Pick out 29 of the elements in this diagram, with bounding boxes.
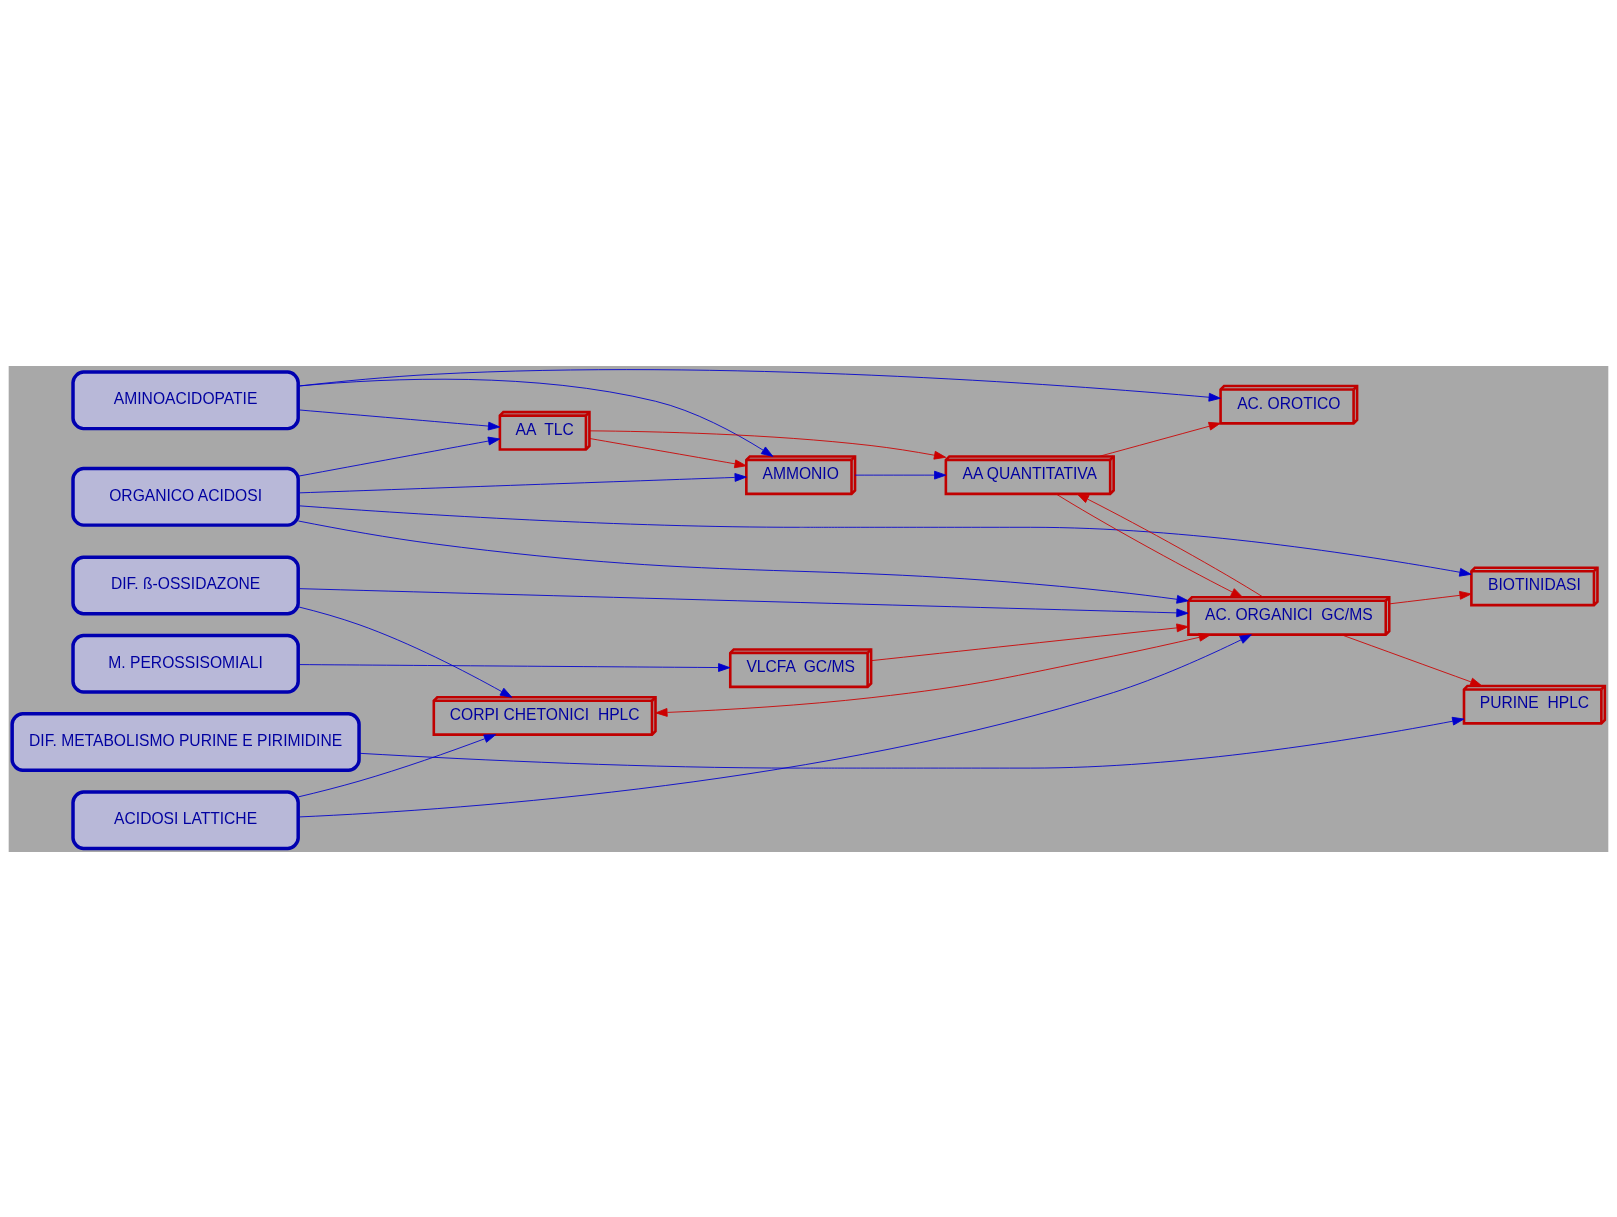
arrow bbox=[297, 520, 1189, 604]
arrow bbox=[297, 378, 774, 457]
arrow bbox=[1389, 590, 1472, 604]
node-box: M. PEROSSISOMIALI bbox=[71, 633, 300, 694]
arrow bbox=[297, 368, 1221, 402]
arrow bbox=[297, 587, 1189, 617]
arrow bbox=[297, 408, 501, 430]
node-box: ORGANICO ACIDOSI bbox=[71, 466, 300, 527]
arrow bbox=[589, 429, 947, 460]
node-box: AMINOACIDOPATIE bbox=[71, 369, 300, 430]
arrow bbox=[1340, 633, 1483, 686]
node-box: ACIDOSI LATTICHE bbox=[71, 789, 300, 850]
arrow bbox=[358, 716, 1465, 769]
arrow bbox=[655, 632, 1211, 717]
arrow bbox=[297, 436, 501, 477]
node-box: DIF. METABOLISMO PURINE E PIRIMIDINE bbox=[10, 711, 361, 772]
arrow bbox=[297, 662, 731, 672]
node-box: DIF. ß-OSSIDAZONE bbox=[71, 555, 300, 616]
arrow bbox=[854, 470, 947, 480]
arrow bbox=[297, 504, 1472, 577]
arrow bbox=[870, 623, 1189, 661]
arrow bbox=[1076, 493, 1264, 598]
arrow bbox=[1098, 421, 1221, 457]
arrow bbox=[1055, 493, 1243, 598]
arrow bbox=[297, 633, 1252, 817]
arrow bbox=[297, 605, 513, 698]
arrow bbox=[297, 472, 747, 493]
arrow bbox=[589, 437, 747, 468]
arrow bbox=[297, 733, 497, 797]
